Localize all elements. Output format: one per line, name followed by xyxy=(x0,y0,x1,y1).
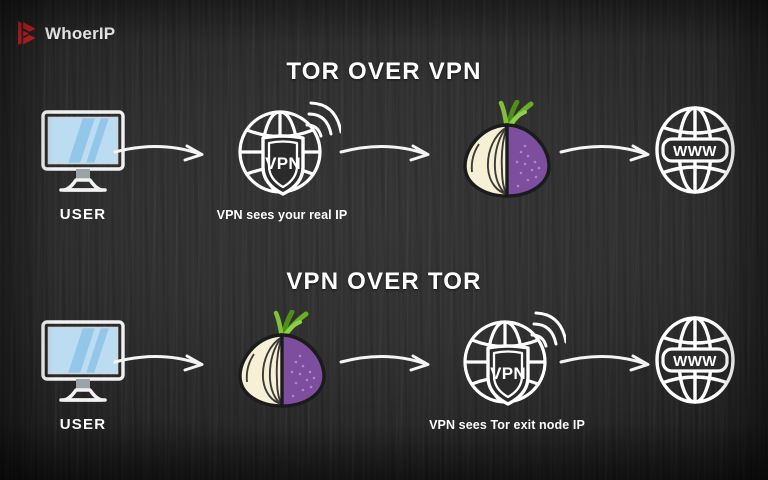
whoer-play-mark-icon xyxy=(18,21,36,45)
flow-row-vpn-over-tor: USER xyxy=(0,310,768,440)
desktop-monitor-icon xyxy=(41,110,125,192)
www-globe-icon: WWW xyxy=(655,106,735,194)
node-label-user: USER xyxy=(59,206,107,223)
node-note-vpn: VPN sees your real IP xyxy=(216,208,348,222)
flow-arrow-icon xyxy=(559,354,650,372)
flow-arrow-icon xyxy=(113,144,204,162)
flow-arrow-icon xyxy=(339,354,430,372)
www-globe-icon: WWW xyxy=(655,316,735,404)
node-user[interactable]: USER xyxy=(8,310,158,440)
svg-text:WWW: WWW xyxy=(673,353,717,370)
flow-arrow-icon xyxy=(559,144,650,162)
flow-arrow-icon xyxy=(339,144,430,162)
vpn-shield-globe-icon: VPN xyxy=(463,311,566,406)
tor-onion-icon xyxy=(463,100,551,198)
desktop-monitor-icon xyxy=(41,320,125,402)
tor-onion-icon xyxy=(238,310,326,408)
wifi-arcs-icon xyxy=(305,101,341,138)
svg-text:VPN: VPN xyxy=(490,364,526,383)
brand-wordmark: WhoerIP xyxy=(45,23,116,43)
node-note-vpn: VPN sees Tor exit node IP xyxy=(429,418,585,432)
node-web[interactable]: WWW xyxy=(620,310,768,440)
svg-text:VPN: VPN xyxy=(265,154,301,173)
node-vpn[interactable]: VPN VPN sees Tor exit node IP xyxy=(429,310,585,440)
wifi-arcs-icon xyxy=(530,311,566,348)
flow-arrow-icon xyxy=(113,354,204,372)
node-vpn[interactable]: VPN VPN sees your real IP xyxy=(207,100,357,230)
node-label-user: USER xyxy=(59,416,107,433)
section-title-tor-over-vpn: TOR OVER VPN xyxy=(286,58,482,85)
node-user[interactable]: USER xyxy=(8,100,158,230)
node-tor[interactable] xyxy=(207,310,357,440)
svg-text:WWW: WWW xyxy=(673,143,717,160)
flow-row-tor-over-vpn: USER VPN xyxy=(0,100,768,230)
node-tor[interactable] xyxy=(432,100,582,230)
vpn-shield-globe-icon: VPN xyxy=(238,101,341,196)
section-title-vpn-over-tor: VPN OVER TOR xyxy=(286,268,482,295)
node-web[interactable]: WWW xyxy=(620,100,768,230)
brand-logo[interactable]: WhoerIP xyxy=(16,20,115,46)
